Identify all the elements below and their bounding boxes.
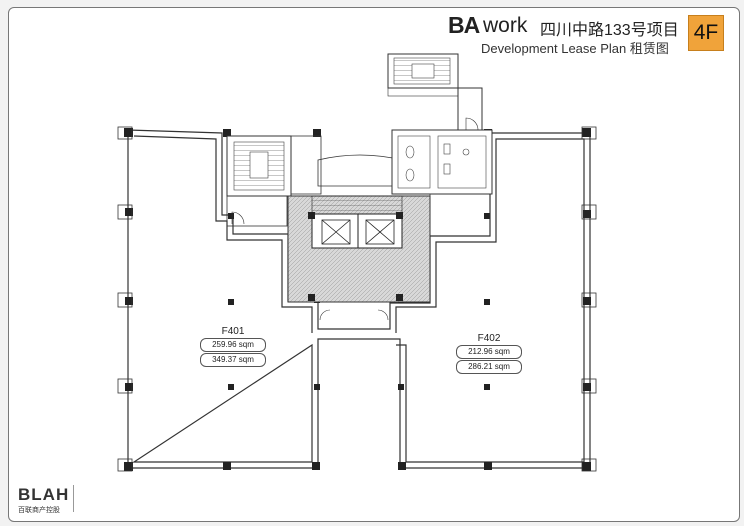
unit-area-secondary: 286.21 sqm — [456, 360, 522, 374]
unit-id: F402 — [477, 333, 501, 344]
stair-tower-top — [387, 53, 483, 131]
project-name: 四川中路133号项目 — [540, 22, 679, 39]
unit-id: F401 — [221, 326, 245, 337]
brand-logo: BA — [448, 12, 480, 38]
floor-badge: 4F — [688, 15, 724, 51]
unit-label-f402[interactable]: F402 212.96 sqm 286.21 sqm — [456, 333, 522, 375]
unit-area-secondary: 349.37 sqm — [200, 353, 266, 367]
stair-core-left — [226, 135, 322, 227]
perimeter-pilasters — [117, 126, 597, 472]
company-logo: BLAH — [18, 485, 70, 504]
unit-label-f401[interactable]: F401 259.96 sqm 349.37 sqm — [200, 326, 266, 368]
unit-area-primary: 212.96 sqm — [456, 345, 522, 359]
plan-subtitle: Development Lease Plan 租赁图 — [481, 41, 669, 56]
brand-work-text: work — [483, 14, 528, 37]
service-core-right — [391, 117, 493, 237]
company-logo-subtext: 百联商产控股 — [18, 507, 60, 514]
core-lobby — [287, 154, 431, 303]
corridor — [317, 303, 391, 329]
logo-divider — [73, 485, 74, 512]
unit-area-primary: 259.96 sqm — [200, 338, 266, 352]
